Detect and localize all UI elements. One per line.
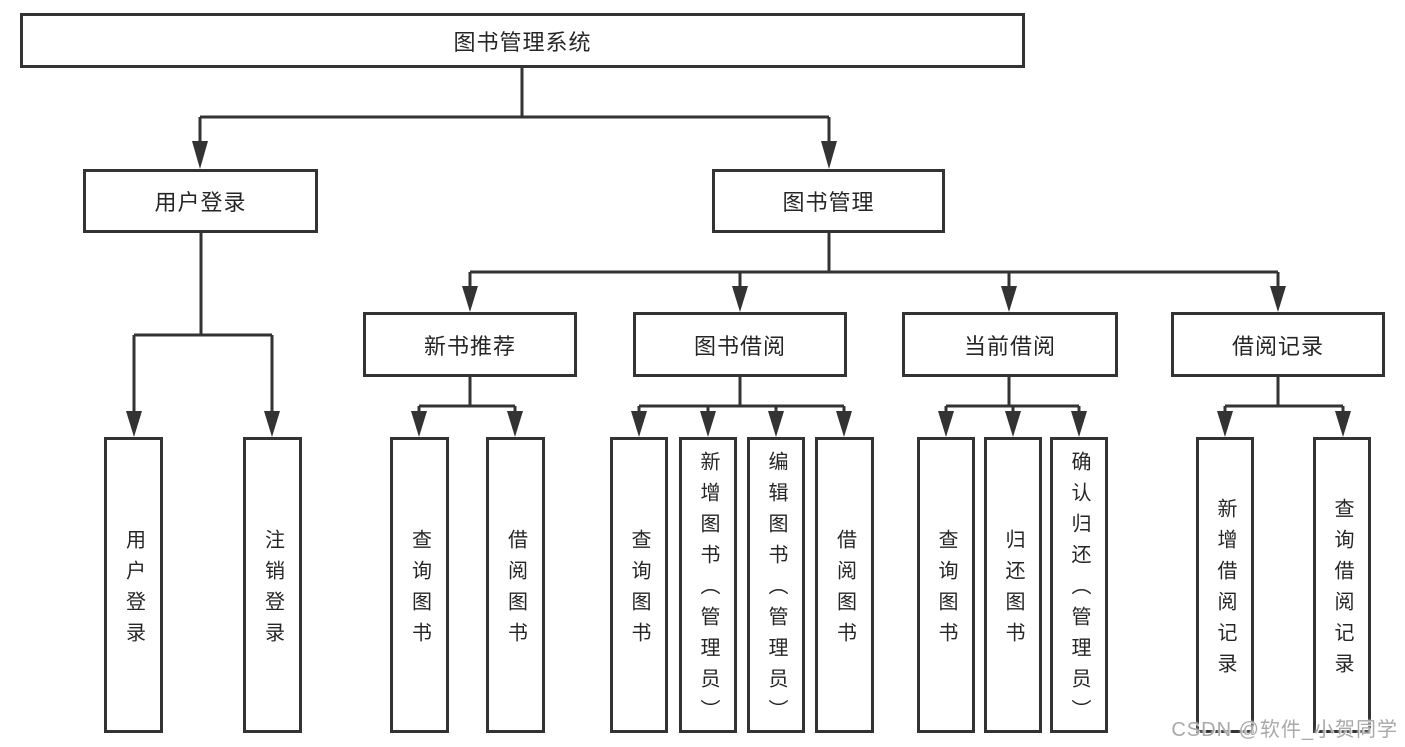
leaf-logout-label: 注销登录 bbox=[261, 528, 284, 653]
leaf-query-book-newrec: 查询图书 bbox=[390, 437, 449, 733]
leaf-add-borrow-record: 新增借阅记录 bbox=[1196, 437, 1254, 733]
node-new-book-recommend-label: 新书推荐 bbox=[423, 333, 516, 359]
leaf-add-borrow-record-label: 新增借阅记录 bbox=[1214, 497, 1236, 684]
connector-records-to-leaves bbox=[1217, 377, 1351, 437]
node-borrow-records: 借阅记录 bbox=[1171, 312, 1385, 377]
leaf-query-book-current: 查询图书 bbox=[917, 437, 975, 733]
leaf-return-book: 归还图书 bbox=[984, 437, 1042, 733]
leaf-edit-book-admin-label: 编辑图书（管理员） bbox=[765, 451, 787, 730]
connector-borrow-to-leaves bbox=[631, 377, 852, 437]
node-book-management-label: 图书管理 bbox=[782, 190, 875, 215]
node-book-borrow: 图书借阅 bbox=[633, 312, 847, 377]
leaf-user-login-label: 用户登录 bbox=[122, 528, 145, 653]
node-root-label: 图书管理系统 bbox=[453, 29, 592, 55]
leaf-query-book-borrow: 查询图书 bbox=[610, 437, 668, 733]
leaf-user-login: 用户登录 bbox=[104, 437, 163, 733]
leaf-add-book-admin: 新增图书（管理员） bbox=[679, 437, 737, 733]
node-user-login: 用户登录 bbox=[83, 169, 318, 233]
leaf-query-borrow-record-label: 查询借阅记录 bbox=[1331, 497, 1353, 684]
node-user-login-label: 用户登录 bbox=[154, 190, 247, 215]
node-book-management: 图书管理 bbox=[712, 169, 945, 233]
connector-current-to-leaves bbox=[938, 377, 1087, 437]
node-borrow-records-label: 借阅记录 bbox=[1231, 333, 1324, 359]
leaf-query-book-current-label: 查询图书 bbox=[935, 528, 957, 653]
leaf-borrow-book-borrow: 借阅图书 bbox=[815, 437, 874, 733]
leaf-query-book-newrec-label: 查询图书 bbox=[408, 528, 431, 653]
node-current-borrow-label: 当前借阅 bbox=[963, 333, 1056, 359]
leaf-edit-book-admin: 编辑图书（管理员） bbox=[747, 437, 805, 733]
node-root-system: 图书管理系统 bbox=[20, 13, 1025, 68]
leaf-logout: 注销登录 bbox=[243, 437, 302, 733]
leaf-borrow-book-newrec-label: 借阅图书 bbox=[504, 528, 527, 653]
connector-userlogin-to-leaves bbox=[126, 233, 280, 437]
leaf-confirm-return-admin: 确认归还（管理员） bbox=[1050, 437, 1108, 733]
leaf-query-borrow-record: 查询借阅记录 bbox=[1313, 437, 1371, 733]
node-book-borrow-label: 图书借阅 bbox=[693, 333, 786, 359]
leaf-borrow-book-newrec: 借阅图书 bbox=[486, 437, 545, 733]
leaf-return-book-label: 归还图书 bbox=[1002, 528, 1024, 653]
connector-bookmgmt-to-level3 bbox=[462, 233, 1286, 312]
leaf-add-book-admin-label: 新增图书（管理员） bbox=[697, 451, 719, 730]
node-new-book-recommend: 新书推荐 bbox=[363, 312, 577, 377]
connector-newrec-to-leaves bbox=[411, 377, 523, 437]
leaf-confirm-return-admin-label: 确认归还（管理员） bbox=[1068, 451, 1090, 730]
connector-root-to-level2 bbox=[192, 68, 837, 169]
leaf-borrow-book-borrow-label: 借阅图书 bbox=[833, 528, 856, 653]
node-current-borrow: 当前借阅 bbox=[902, 312, 1118, 377]
leaf-query-book-borrow-label: 查询图书 bbox=[628, 528, 650, 653]
